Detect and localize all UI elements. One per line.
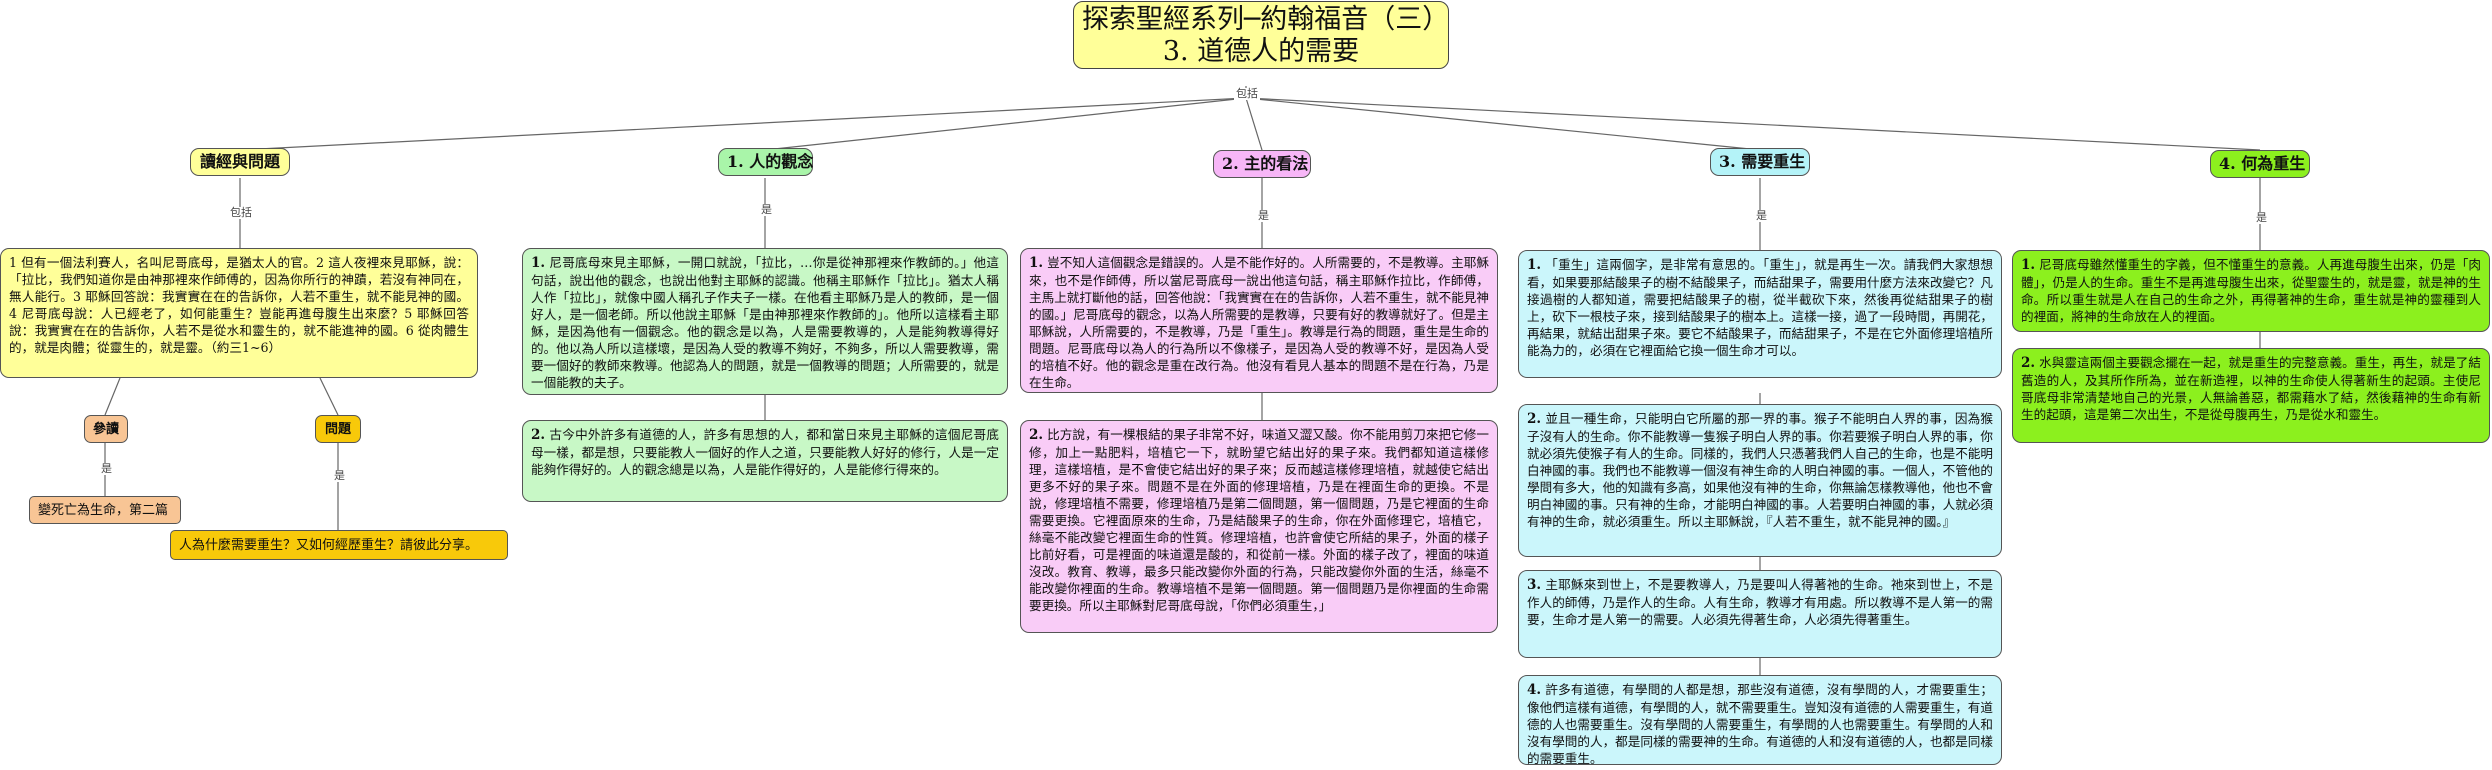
need-point-1[interactable]: 1. 「重生」這兩個字，是非常有意思的。「重生」，就是再生一次。請我們大家想想看… — [1518, 250, 2002, 378]
point-text: 比方說，有一棵根結的果子非常不好，味道又澀又酸。你不能用剪刀來把它修一修，加上一… — [1029, 427, 1489, 613]
branch-need-rebirth[interactable]: 3. 需要重生 — [1710, 148, 1810, 176]
title-line-1: 探索聖經系列─約翰福音（三） — [1082, 4, 1450, 35]
branch-reading-and-questions[interactable]: 讀經與問題 — [190, 148, 290, 176]
connector-label-is: 是 — [332, 469, 347, 482]
connector-label-is: 是 — [2254, 211, 2269, 224]
point-text: 古今中外許多有道德的人，許多有思想的人，都和當日來見主耶穌的這個尼哥底母一樣，都… — [531, 427, 999, 477]
concept-point-1[interactable]: 1. 尼哥底母來見主耶穌，一開口就說，「拉比，…你是從神那裡來作教師的。」他這句… — [522, 248, 1008, 395]
page-title[interactable]: 探索聖經系列─約翰福音（三） 3. 道德人的需要 — [1073, 1, 1449, 69]
what-point-2[interactable]: 2. 水與靈這兩個主要觀念擺在一起，就是重生的完整意義。重生，再生，就是了結舊造… — [2012, 348, 2490, 443]
branch-human-concept[interactable]: 1. 人的觀念 — [718, 148, 813, 176]
point-text: 尼哥底母來見主耶穌，一開口就說，「拉比，…你是從神那裡來作教師的。」他這句話，說… — [531, 255, 999, 390]
point-number: 2. — [1029, 427, 1044, 443]
point-number: 1. — [531, 255, 546, 271]
need-point-3[interactable]: 3. 主耶穌來到世上，不是要教導人，乃是要叫人得著祂的生命。祂來到世上，不是作人… — [1518, 570, 2002, 658]
connector-label-is: 是 — [1256, 209, 1271, 222]
view-point-1[interactable]: 1. 豈不知人這個觀念是錯誤的。人是不能作好的。人所需要的，不是教導。主耶穌來，… — [1020, 248, 1498, 393]
connector-label-is: 是 — [759, 203, 774, 216]
point-text: 尼哥底母雖然懂重生的字義，但不懂重生的意義。人再進母腹生出來，仍是「肉體」，仍是… — [2021, 257, 2481, 324]
title-line-2: 3. 道德人的需要 — [1162, 36, 1360, 67]
point-number: 1. — [2021, 257, 2036, 273]
question-label[interactable]: 問題 — [315, 415, 361, 443]
point-text: 豈不知人這個觀念是錯誤的。人是不能作好的。人所需要的，不是教導。主耶穌來，也不是… — [1029, 255, 1489, 390]
point-text: 主耶穌來到世上，不是要教導人，乃是要叫人得著祂的生命。祂來到世上，不是作人的師傅… — [1527, 577, 1993, 627]
point-number: 2. — [531, 427, 546, 443]
point-text: 許多有道德，有學問的人都是想，那些沒有道德，沒有學問的人，才需要重生；像他們這樣… — [1527, 682, 1993, 765]
point-text: 並且一種生命，只能明白它所屬的那一界的事。猴子不能明白人界的事，因為猴子沒有人的… — [1527, 411, 1993, 529]
connector-label-is: 是 — [99, 462, 114, 475]
branch-lords-view[interactable]: 2. 主的看法 — [1213, 150, 1311, 178]
concept-point-2[interactable]: 2. 古今中外許多有道德的人，許多有思想的人，都和當日來見主耶穌的這個尼哥底母一… — [522, 420, 1008, 502]
need-point-2[interactable]: 2. 並且一種生命，只能明白它所屬的那一界的事。猴子不能明白人界的事，因為猴子沒… — [1518, 404, 2002, 557]
point-number: 4. — [1527, 682, 1542, 698]
question-text[interactable]: 人為什麼需要重生？又如何經歷重生？請彼此分享。 — [170, 530, 508, 560]
connector-label-is: 是 — [1754, 209, 1769, 222]
connector-label-includes: 包括 — [228, 206, 254, 219]
point-number: 1. — [1029, 255, 1044, 271]
reference-text[interactable]: 變死亡為生命，第二篇 — [29, 496, 181, 524]
point-number: 3. — [1527, 577, 1542, 593]
point-text: 水與靈這兩個主要觀念擺在一起，就是重生的完整意義。重生，再生，就是了結舊造的人，… — [2021, 355, 2481, 422]
point-text: 「重生」這兩個字，是非常有意思的。「重生」，就是再生一次。請我們大家想想看，如果… — [1527, 257, 1993, 358]
need-point-4[interactable]: 4. 許多有道德，有學問的人都是想，那些沒有道德，沒有學問的人，才需要重生；像他… — [1518, 675, 2002, 765]
point-number: 2. — [1527, 411, 1542, 427]
view-point-2[interactable]: 2. 比方說，有一棵根結的果子非常不好，味道又澀又酸。你不能用剪刀來把它修一修，… — [1020, 420, 1498, 633]
what-point-1[interactable]: 1. 尼哥底母雖然懂重生的字義，但不懂重生的意義。人再進母腹生出來，仍是「肉體」… — [2012, 250, 2490, 332]
connector-label-includes: 包括 — [1234, 87, 1260, 100]
point-number: 1. — [1527, 257, 1542, 273]
reference-label[interactable]: 參讀 — [84, 415, 128, 443]
point-number: 2. — [2021, 355, 2036, 371]
scripture-reading-text[interactable]: 1 但有一個法利賽人，名叫尼哥底母，是猶太人的官。2 這人夜裡來見耶穌，說：「拉… — [0, 248, 478, 378]
branch-what-is-rebirth[interactable]: 4. 何為重生 — [2210, 150, 2310, 178]
